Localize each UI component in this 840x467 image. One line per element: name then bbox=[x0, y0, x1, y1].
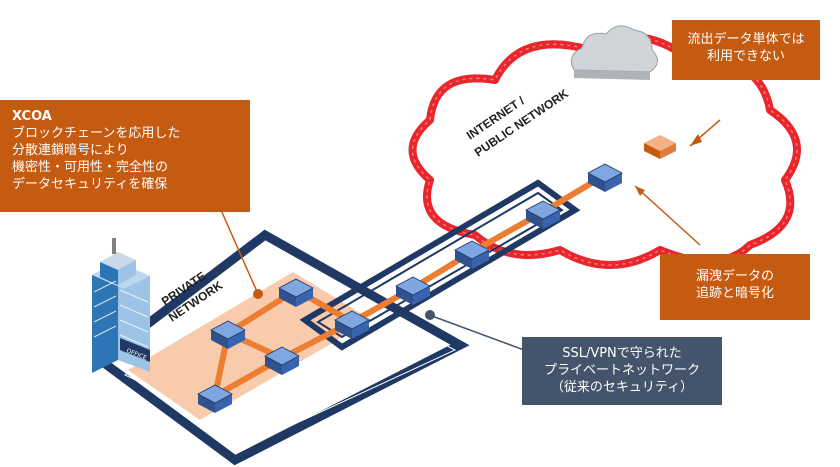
callout-trace: 漏洩データの 追跡と暗号化 bbox=[660, 254, 810, 320]
callout-trace-line: 追跡と暗号化 bbox=[695, 286, 774, 301]
callout-leak-unit: 流出データ単体では 利用できない bbox=[672, 20, 820, 80]
office-building-icon: OFFICE bbox=[92, 238, 150, 373]
callout-xcoa-line: 機密性・可用性・完全性の bbox=[12, 160, 169, 175]
callout-trace-line: 漏洩データの bbox=[695, 269, 774, 284]
callout-leak-unit-line: 利用できない bbox=[706, 49, 785, 64]
storage-cloud-icon bbox=[570, 25, 658, 80]
callout-ssl-line: プライベートネットワーク bbox=[543, 363, 700, 378]
private-network-zone bbox=[92, 229, 470, 466]
callout-ssl-line: （従来のセキュリティ） bbox=[550, 380, 694, 395]
leaked-data-block bbox=[644, 135, 676, 159]
callout-xcoa-title: XCOA bbox=[12, 109, 52, 124]
callout-xcoa-line: データセキュリティを確保 bbox=[12, 177, 168, 192]
callout-xcoa-line: 分散連鎖暗号により bbox=[12, 143, 129, 158]
callout-xcoa: XCOA ブロックチェーンを応用した 分散連鎖暗号により 機密性・可用性・完全性… bbox=[0, 100, 250, 212]
callout-ssl: SSL/VPNで守られた プライベートネットワーク （従来のセキュリティ） bbox=[522, 337, 722, 405]
callout-leak-unit-line: 流出データ単体では bbox=[687, 32, 805, 47]
callout-xcoa-line: ブロックチェーンを応用した bbox=[12, 126, 181, 141]
internet-cloud bbox=[408, 33, 801, 269]
callout-ssl-line: SSL/VPNで守られた bbox=[562, 346, 682, 361]
